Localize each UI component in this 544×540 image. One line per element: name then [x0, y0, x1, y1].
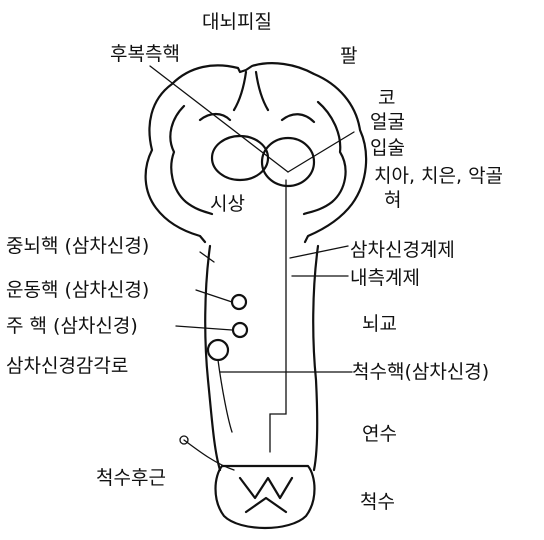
label-cerebral-cortex: 대뇌피질	[202, 11, 272, 33]
spinal-tract-descending	[218, 360, 232, 432]
label-spinal-cord: 척수	[360, 491, 395, 513]
label-main-nucleus: 주 핵 (삼차신경)	[6, 315, 138, 337]
label-spinal-nucleus: 척수핵(삼차신경)	[352, 361, 489, 383]
thalamus-right-oval	[262, 138, 314, 186]
lemniscus-label-pointer	[290, 246, 348, 258]
motor-nucleus-circle	[232, 295, 246, 309]
lemniscus-ascending-line	[270, 180, 286, 452]
label-vpm-nucleus: 후복측핵	[110, 43, 180, 65]
cortex-outer	[146, 63, 367, 242]
label-arm: 팔	[340, 45, 357, 67]
label-trigeminal-lemniscus: 삼차신경계제	[350, 239, 455, 261]
label-medulla: 연수	[362, 423, 397, 445]
label-tongue: 혀	[384, 189, 401, 211]
label-dorsal-root: 척수후근	[96, 467, 166, 489]
brain-outline	[146, 63, 367, 242]
label-teeth: 치아, 치은, 악골	[374, 165, 503, 187]
thalamus-left-oval	[212, 136, 268, 180]
label-face: 얼굴	[370, 111, 405, 133]
label-thalamus: 시상	[210, 193, 245, 215]
label-medial-lemniscus: 내측계제	[350, 267, 420, 289]
cortex-gyri-left	[170, 106, 212, 214]
label-nose: 코	[378, 87, 395, 109]
spinal-tract-circle	[208, 340, 228, 360]
label-mesencephalic-nucleus: 중뇌핵 (삼차신경)	[6, 235, 149, 257]
vpm-pointer-line	[150, 66, 288, 172]
central-fissure	[234, 72, 268, 110]
mesencephalic-leader	[200, 252, 214, 262]
label-motor-nucleus: 운동핵 (삼차신경)	[6, 279, 149, 301]
spinal-cord-outline	[216, 466, 315, 528]
main-nucleus-leader	[176, 326, 232, 330]
label-lips: 입술	[370, 137, 405, 159]
label-spinal-tract: 삼차신경감각로	[6, 355, 128, 377]
main-nucleus-circle	[233, 323, 247, 337]
spinal-cord-section	[216, 466, 315, 528]
spinal-gray-matter	[240, 478, 292, 512]
motor-nucleus-leader	[196, 290, 232, 302]
brainstem-right-edge	[313, 246, 318, 470]
label-pons: 뇌교	[362, 313, 397, 335]
